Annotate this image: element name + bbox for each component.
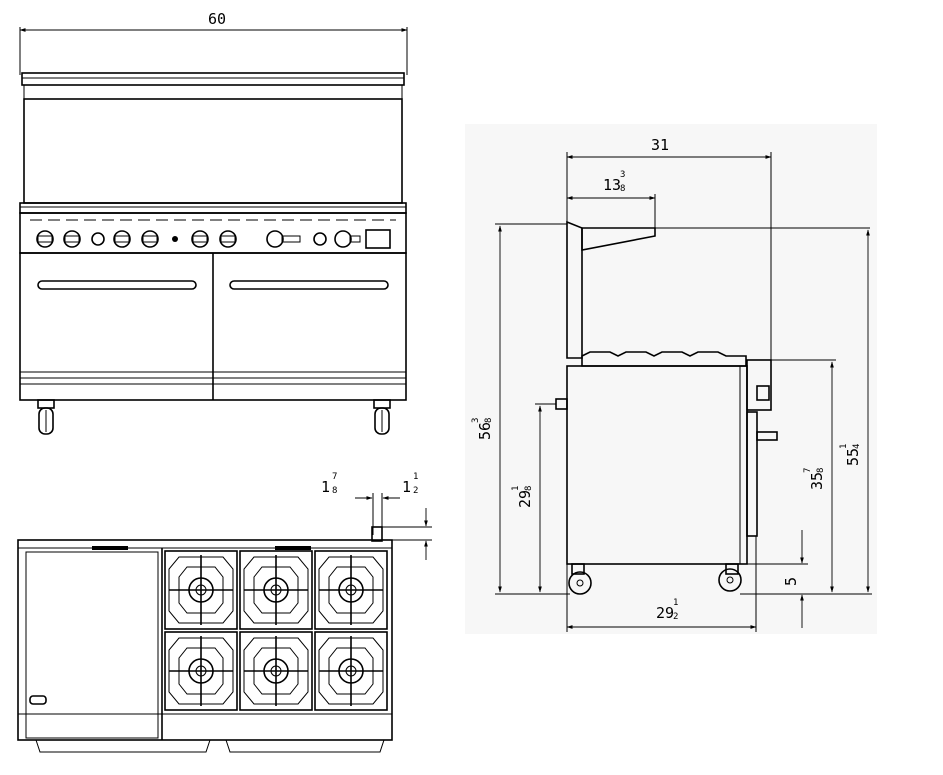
body-depth-label: 29 1 2 xyxy=(656,598,678,622)
svg-text:8: 8 xyxy=(816,468,826,473)
side-door xyxy=(746,411,758,537)
svg-text:1: 1 xyxy=(839,444,849,449)
svg-text:8: 8 xyxy=(524,486,534,491)
svg-text:1: 1 xyxy=(321,478,330,496)
pilot-light xyxy=(91,232,105,246)
caster-height-label: 5 xyxy=(782,577,800,586)
gas-inlet-depth-label: 1 1 2 xyxy=(402,472,418,496)
svg-text:7: 7 xyxy=(332,472,337,482)
knob xyxy=(219,230,237,248)
overall-height-label: 56 3 8 xyxy=(471,418,494,440)
cooktop-top-outline xyxy=(17,539,393,741)
left-door-handle xyxy=(37,280,197,290)
svg-text:8: 8 xyxy=(484,418,494,423)
backsplash-depth-label: 13 3 8 xyxy=(603,170,625,194)
front-right-caster xyxy=(373,399,391,435)
burner-grate xyxy=(314,631,388,711)
knob xyxy=(141,230,159,248)
knob xyxy=(63,230,81,248)
gas-inlet-pipe xyxy=(371,526,383,542)
side-control-panel xyxy=(746,359,772,411)
knob xyxy=(191,230,209,248)
svg-text:1: 1 xyxy=(402,478,411,496)
side-view: 31 13 3 8 xyxy=(465,124,877,634)
rear-height-label: 55 1 4 xyxy=(839,444,862,466)
depth-dimension-label: 31 xyxy=(651,136,669,154)
burner-grate xyxy=(314,550,388,630)
knob xyxy=(113,230,131,248)
width-dimension-label: 60 xyxy=(208,10,226,28)
svg-text:1: 1 xyxy=(413,472,418,482)
svg-text:2: 2 xyxy=(673,612,678,622)
knob xyxy=(334,230,361,248)
svg-text:13: 13 xyxy=(603,176,621,194)
svg-text:8: 8 xyxy=(332,486,337,496)
front-view: 60 xyxy=(19,10,408,435)
front-left-caster xyxy=(37,399,55,435)
svg-text:35: 35 xyxy=(808,472,826,490)
svg-text:7: 7 xyxy=(803,468,813,473)
riser-panel xyxy=(23,98,403,204)
burner-grate xyxy=(239,550,313,630)
rear-caster xyxy=(568,563,592,595)
burner-grate xyxy=(164,631,238,711)
svg-text:4: 4 xyxy=(852,444,862,449)
svg-text:5: 5 xyxy=(782,577,800,586)
svg-text:56: 56 xyxy=(476,422,494,440)
overshelf xyxy=(581,227,656,251)
svg-text:55: 55 xyxy=(844,448,862,466)
knob xyxy=(266,230,301,248)
cooktop-edge xyxy=(19,202,407,214)
knob xyxy=(36,230,54,248)
pilot-light xyxy=(172,236,178,242)
right-door-handle xyxy=(229,280,389,290)
side-knob xyxy=(756,385,770,401)
thermostat-box xyxy=(365,229,391,249)
side-view-panel xyxy=(465,124,877,634)
side-grates xyxy=(581,351,747,367)
burner-grates xyxy=(164,550,388,711)
gas-inlet-offset-label: 1 7 8 xyxy=(321,472,337,496)
svg-text:29: 29 xyxy=(516,490,534,508)
griddle-plate xyxy=(25,551,159,739)
side-door-handle xyxy=(756,431,778,441)
svg-text:2: 2 xyxy=(413,486,418,496)
svg-text:3: 3 xyxy=(471,418,481,423)
burner-grate xyxy=(164,550,238,630)
control-knobs xyxy=(36,229,391,249)
top-view: 1 7 8 1 1 2 xyxy=(17,472,432,753)
grease-drawer-handle xyxy=(29,695,47,705)
backsplash-shelf xyxy=(21,72,405,86)
svg-text:3: 3 xyxy=(620,170,625,180)
svg-text:29: 29 xyxy=(656,604,674,622)
knob xyxy=(313,232,327,246)
svg-text:8: 8 xyxy=(620,184,625,194)
gas-inlet-height-label: 29 1 8 xyxy=(511,486,534,508)
svg-text:1: 1 xyxy=(673,598,678,608)
front-caster xyxy=(718,563,742,592)
svg-text:1: 1 xyxy=(511,486,521,491)
burner-grate xyxy=(239,631,313,711)
work-height-label: 35 7 8 xyxy=(803,468,826,490)
